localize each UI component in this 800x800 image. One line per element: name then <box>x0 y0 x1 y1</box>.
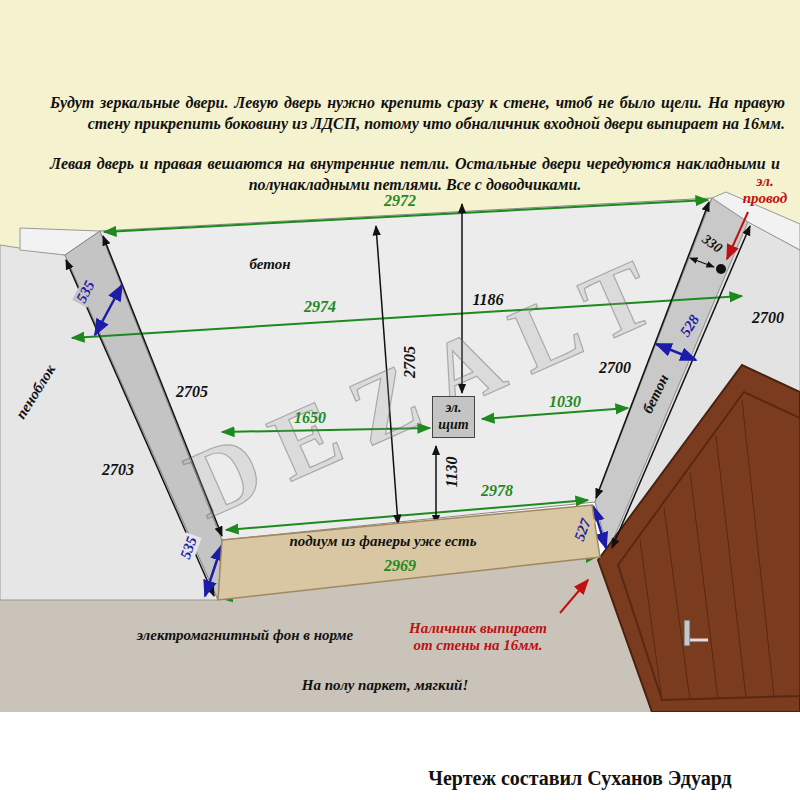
door-panel <box>618 392 800 700</box>
material-label: бетон <box>639 372 673 417</box>
podium-outline <box>215 500 607 602</box>
dimension-label: 1030 <box>549 393 581 411</box>
dimension-label: 535 <box>72 276 100 307</box>
dimension-label: 2700 <box>752 309 784 327</box>
watermark: DEZALT <box>171 229 689 541</box>
door-plank <box>716 436 746 698</box>
leader-arrow <box>560 580 588 613</box>
door-plank <box>640 540 662 700</box>
note-text: На полу паркет, мягкий! <box>302 677 468 694</box>
door-plank <box>664 508 690 700</box>
dimension-label: 535 <box>176 533 201 564</box>
dimension-label: 2974 <box>304 298 336 316</box>
material-label: пеноблок <box>13 362 60 423</box>
dimension-label: 1130 <box>443 456 461 487</box>
door-handle <box>690 639 708 642</box>
node-text: эл. щит <box>438 400 468 434</box>
leader-arrow <box>727 212 748 259</box>
dimension-line <box>435 446 437 524</box>
author-caption: Чертеж составил Суханов Эдуард <box>428 767 731 790</box>
dimension-line <box>690 258 714 267</box>
material-label: бетон <box>249 256 290 273</box>
note-text: электромагнитный фон в норме <box>137 627 353 644</box>
door-plank <box>690 472 718 699</box>
dimension-label: 2705 <box>401 346 419 378</box>
plywood-podium: подиум из фанеры уже есть <box>215 500 607 602</box>
note-text: Будут зеркальные двери. Левую дверь нужн… <box>50 92 785 134</box>
page-ground <box>0 712 800 800</box>
dimension-label: 2969 <box>384 557 416 575</box>
dimension-label: 2703 <box>102 461 134 479</box>
dimension-line <box>66 260 214 596</box>
door-plank <box>742 400 774 697</box>
dimension-label: 2972 <box>384 192 416 210</box>
dimension-line <box>95 285 122 335</box>
node-text: подиум из фанеры уже есть <box>290 533 477 550</box>
dimension-label: 330 <box>697 230 727 258</box>
podium-shape <box>218 505 600 600</box>
note-text: Левая дверь и правая вешаются на внутрен… <box>50 153 780 195</box>
dimension-label: 1650 <box>294 409 326 427</box>
callout-text: эл. провод <box>734 173 796 208</box>
callout-text: Наличник выпирает от стены на 16мм. <box>403 620 553 655</box>
dimension-line <box>656 344 696 360</box>
dimension-label: 1186 <box>472 291 503 309</box>
dimension-label: 2705 <box>176 383 208 401</box>
wire-outlet <box>716 264 726 274</box>
dimension-label: 2700 <box>599 359 631 377</box>
entrance-door <box>598 365 800 712</box>
dimension-label: 2978 <box>481 482 513 500</box>
door-handle <box>684 620 690 646</box>
electric-panel: эл. щит <box>432 396 475 438</box>
